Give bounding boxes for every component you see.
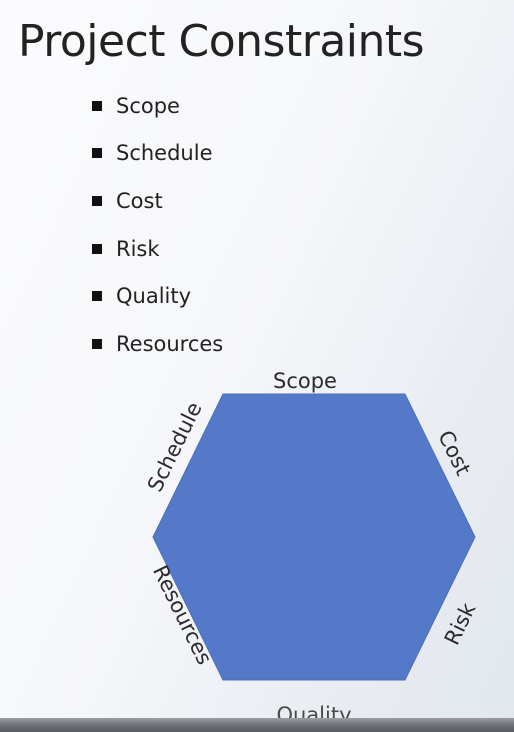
bottom-frame-bar <box>0 718 514 732</box>
square-bullet-icon <box>92 291 102 302</box>
edge-label-scope: Scope <box>273 369 337 393</box>
square-bullet-icon <box>92 338 102 349</box>
hexagon-shape <box>152 393 476 681</box>
square-bullet-icon <box>92 100 102 111</box>
square-bullet-icon <box>92 148 102 159</box>
list-item-label: Risk <box>116 236 160 261</box>
list-item-label: Resources <box>116 331 224 356</box>
list-item-label: Scope <box>116 93 180 118</box>
edge-label-risk: Risk <box>440 598 481 648</box>
square-bullet-icon <box>92 243 102 254</box>
constraint-list: Scope Schedule Cost Risk Quality Resourc… <box>90 82 223 368</box>
list-item: Risk <box>90 225 223 273</box>
list-item: Schedule <box>90 130 223 178</box>
list-item: Quality <box>90 272 223 320</box>
list-item: Resources <box>90 320 223 368</box>
square-bullet-icon <box>92 195 102 206</box>
slide-title: Project Constraints <box>18 16 425 67</box>
list-item: Cost <box>90 177 223 225</box>
list-item-label: Quality <box>116 284 192 309</box>
list-item-label: Cost <box>116 188 163 213</box>
list-item: Scope <box>90 82 223 130</box>
list-item-label: Schedule <box>116 141 213 166</box>
